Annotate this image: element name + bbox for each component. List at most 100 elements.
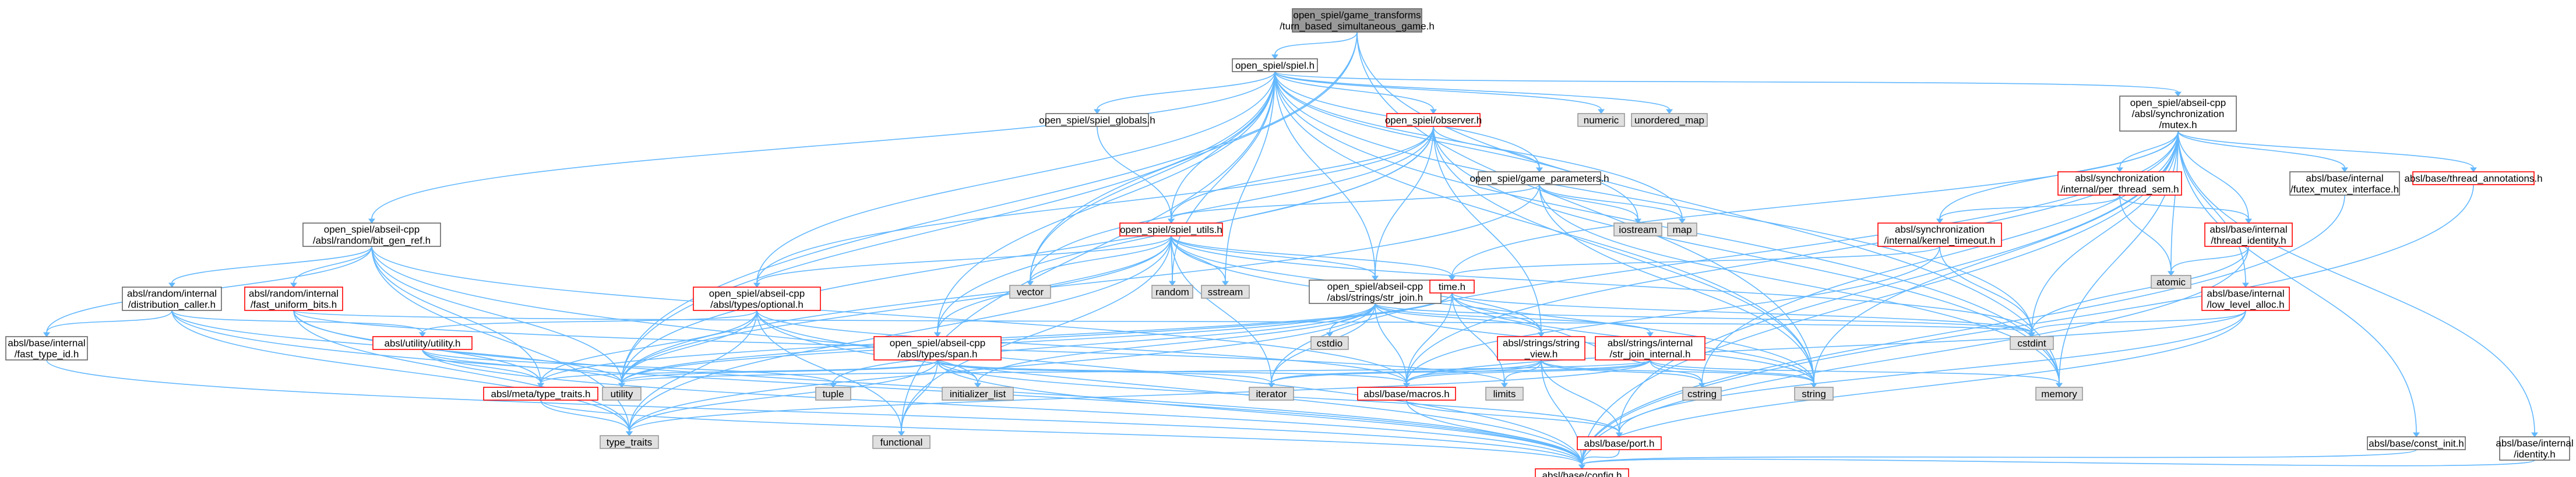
edge-low_level_alloc-to-config (1581, 310, 2246, 465)
node-box (1535, 468, 1629, 477)
edge-mutex-to-const_init (2177, 130, 2417, 433)
node-label: absl/strings/string (1503, 338, 1580, 349)
node-thread-annotations[interactable]: absl/base/thread_annotations.h (2404, 171, 2543, 185)
edge-mutex-to-cstdint (2031, 130, 2179, 333)
node-spiel-utils[interactable]: open_spiel/spiel_utils.h (1119, 222, 1223, 236)
node-label: absl/random/internal (249, 288, 339, 299)
node-bit-gen-ref[interactable]: open_spiel/abseil-cpp/absl/random/bit_ge… (302, 222, 441, 247)
node-spiel-globals[interactable]: open_spiel/spiel_globals.h (1039, 113, 1155, 127)
node-str-join-internal[interactable]: absl/strings/internal/str_join_internal.… (1595, 336, 1705, 361)
node-identity[interactable]: absl/base/internal/identity.h (2496, 436, 2574, 461)
node-cstdio[interactable]: cstdio (1310, 336, 1349, 350)
node-thread-identity[interactable]: absl/base/internal/thread_identity.h (2204, 222, 2293, 247)
node-tuple[interactable]: tuple (815, 387, 851, 401)
node-limits[interactable]: limits (1485, 387, 1524, 401)
node-label: absl/base/internal (2207, 288, 2284, 299)
node-functional[interactable]: functional (872, 435, 931, 449)
node-iostream[interactable]: iostream (1613, 222, 1662, 236)
edge-mutex-to-thread_annotations (2177, 130, 2474, 168)
edge-bit_gen_ref-to-fast_uniform_bits (293, 246, 372, 284)
node-label: open_spiel/abseil-cpp (709, 288, 805, 299)
edge-per_thread_sem-to-thread_identity (2119, 195, 2249, 220)
node-box (2119, 96, 2237, 132)
node-span[interactable]: open_spiel/abseil-cpp/absl/types/span.h (873, 336, 1002, 361)
node-kernel-timeout[interactable]: absl/synchronization/internal/kernel_tim… (1877, 222, 2002, 247)
node-label: absl/base/internal (8, 338, 85, 349)
edge-bit_gen_ref-to-distribution_caller (171, 246, 372, 284)
node-box (1232, 58, 1318, 72)
node-box (1577, 436, 1662, 450)
node-memory[interactable]: memory (2035, 387, 2083, 401)
edge-mutex-to-identity (2177, 130, 2535, 433)
node-futex-waiter[interactable]: absl/base/internal/futex_mutex_interface… (2289, 171, 2400, 196)
node-fast-type-id[interactable]: absl/base/internal/fast_type_id.h (5, 336, 88, 361)
edge-arrowhead (1271, 54, 1278, 59)
edge-spiel-to-mutex (1274, 71, 2179, 93)
node-per-thread-sem[interactable]: absl/synchronization/internal/per_thread… (2057, 171, 2182, 196)
edges-layer (43, 31, 2538, 469)
node-box (1009, 285, 1051, 299)
node-label: /absl/strings/str_join.h (1327, 292, 1423, 303)
node-fast-uniform-bits[interactable]: absl/random/internal/fast_uniform_bits.h (244, 287, 343, 311)
node-map[interactable]: map (1667, 222, 1697, 236)
node-cstdint[interactable]: cstdint (2010, 336, 2054, 350)
edge-str_join_internal-to-utility (621, 359, 1651, 384)
node-observer[interactable]: open_spiel/observer.h (1385, 113, 1482, 127)
node-string[interactable]: string (1794, 387, 1834, 401)
node-type-traits-h[interactable]: absl/meta/type_traits.h (483, 387, 598, 401)
edge-time_h-to-cstdint (1451, 292, 2032, 333)
node-utility[interactable]: utility (602, 387, 642, 401)
node-game-parameters[interactable]: open_spiel/game_parameters.h (1470, 171, 1609, 185)
edge-arrowhead (2028, 332, 2035, 337)
edge-arrowhead (1634, 218, 1641, 224)
node-type-traits[interactable]: type_traits (600, 435, 659, 449)
node-sstream[interactable]: sstream (1201, 285, 1250, 299)
node-box (302, 222, 441, 247)
edge-spiel-to-observer (1274, 71, 1434, 110)
edge-spiel_utils-to-str_join (1171, 235, 1376, 277)
edge-spiel_utils-to-cstdint (1171, 235, 2032, 333)
edge-arrowhead (1430, 109, 1437, 114)
edge-observer-to-game_parameters (1433, 126, 1540, 168)
node-mutex[interactable]: open_spiel/abseil-cpp/absl/synchronizati… (2119, 96, 2237, 132)
node-config[interactable]: absl/base/config.h (1535, 468, 1629, 477)
node-random[interactable]: random (1151, 285, 1193, 299)
edge-arrowhead (1598, 109, 1605, 114)
node-low-level-alloc[interactable]: absl/base/internal/low_level_alloc.h (2201, 287, 2290, 311)
node-time-h[interactable]: time.h (1429, 280, 1475, 294)
node-distribution-caller[interactable]: absl/random/internal/distribution_caller… (122, 287, 222, 311)
node-string-view[interactable]: absl/strings/string_view.h (1497, 336, 1585, 361)
edge-spiel_utils-to-optional (756, 235, 1172, 284)
node-iterator[interactable]: iterator (1249, 387, 1294, 401)
node-const-init[interactable]: absl/base/const_init.h (2367, 436, 2466, 450)
node-cstring[interactable]: cstring (1682, 387, 1722, 401)
node-label: /absl/random/bit_gen_ref.h (313, 235, 431, 246)
node-macros[interactable]: absl/base/macros.h (1357, 387, 1456, 401)
node-box (1613, 222, 1662, 236)
node-label: type_traits (607, 437, 652, 448)
edge-arrowhead (753, 282, 760, 288)
node-str-join[interactable]: open_spiel/abseil-cpp/absl/strings/str_j… (1309, 280, 1442, 304)
node-spiel[interactable]: open_spiel/spiel.h (1232, 58, 1318, 72)
node-root[interactable]: open_spiel/game_transforms/turn_based_si… (1280, 8, 1435, 33)
edge-arrowhead (1616, 432, 1623, 437)
edge-arrowhead (626, 431, 633, 436)
node-numeric[interactable]: numeric (1577, 113, 1625, 127)
node-box (483, 387, 598, 401)
node-vector[interactable]: vector (1009, 285, 1051, 299)
edge-root-to-vector (1030, 31, 1358, 282)
node-box (1119, 222, 1223, 236)
node-initializer-list[interactable]: initializer_list (942, 387, 1014, 401)
edge-mutex-to-time_h (1451, 130, 2179, 277)
node-optional[interactable]: open_spiel/abseil-cpp/absl/types/optiona… (693, 287, 821, 311)
edge-spiel_utils-to-string (1171, 235, 1814, 384)
node-unordered-map[interactable]: unordered_map (1631, 113, 1708, 127)
edge-span-to-type_traits_h (540, 359, 938, 384)
node-atomic[interactable]: atomic (2151, 275, 2191, 289)
node-port[interactable]: absl/base/port.h (1577, 436, 1662, 450)
edge-optional-to-utility (621, 310, 757, 384)
node-utility-h[interactable]: absl/utility/utility.h (372, 336, 473, 350)
node-box (1201, 285, 1250, 299)
edge-span-to-initializer_list (937, 359, 978, 384)
edge-observer-to-string_view (1433, 126, 1542, 333)
